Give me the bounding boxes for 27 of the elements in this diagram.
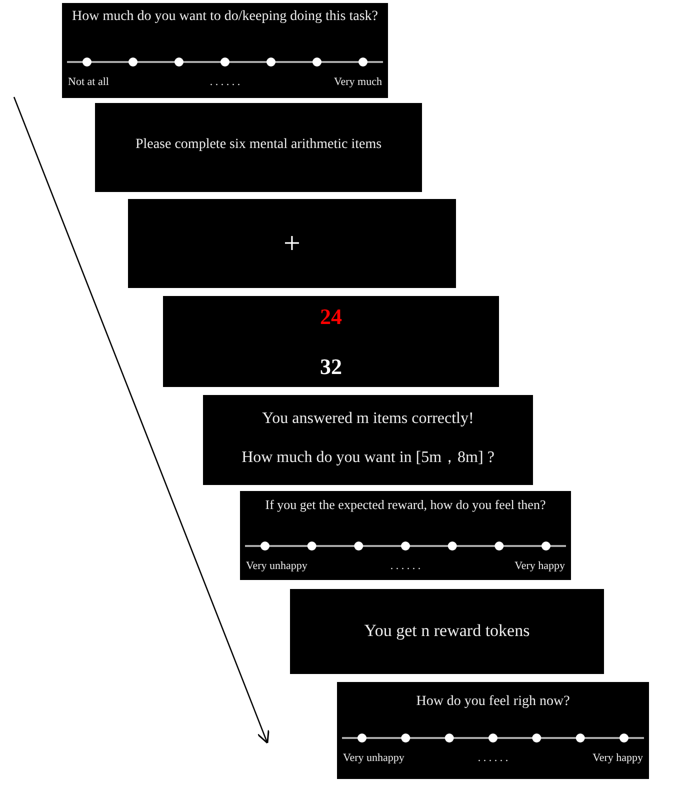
number-text: 24: [319, 304, 343, 330]
screen-panel: [128, 199, 456, 288]
question-text: How do you feel righ now?: [415, 694, 571, 710]
screen-panel: [203, 395, 533, 485]
fixation-cross: +: [282, 226, 302, 262]
ellipsis: . . . . . .: [390, 560, 421, 572]
ellipsis: . . . . . .: [478, 752, 508, 764]
number-text: 32: [319, 354, 343, 380]
screen-panel: [337, 682, 649, 779]
scale-label: Very unhappy: [343, 752, 404, 764]
screen-panel: [95, 103, 422, 192]
scale-label: Very happy: [514, 560, 565, 572]
scale-label: Very happy: [592, 752, 643, 764]
question-text: How much do you want to do/keeping doing this task?: [70, 9, 380, 25]
question-text: How much do you want in [5m，8m] ?: [240, 448, 496, 468]
screen-panel: [240, 491, 571, 580]
screen-panel: [290, 589, 604, 674]
screen-panel: [163, 296, 499, 387]
feedback-text: You answered m items correctly!: [261, 410, 475, 428]
instruction-text: You get n reward tokens: [363, 620, 531, 640]
ellipsis: . . . . . .: [210, 76, 240, 88]
scale-label: Very much: [334, 76, 382, 88]
scale-label: Not at all: [68, 76, 109, 88]
screen-panel: [62, 3, 388, 98]
scale-label: Very unhappy: [246, 560, 308, 572]
instruction-text: Please complete six mental arithmetic items: [134, 136, 383, 152]
question-text: If you get the expected reward, how do you feel then?: [264, 497, 547, 513]
